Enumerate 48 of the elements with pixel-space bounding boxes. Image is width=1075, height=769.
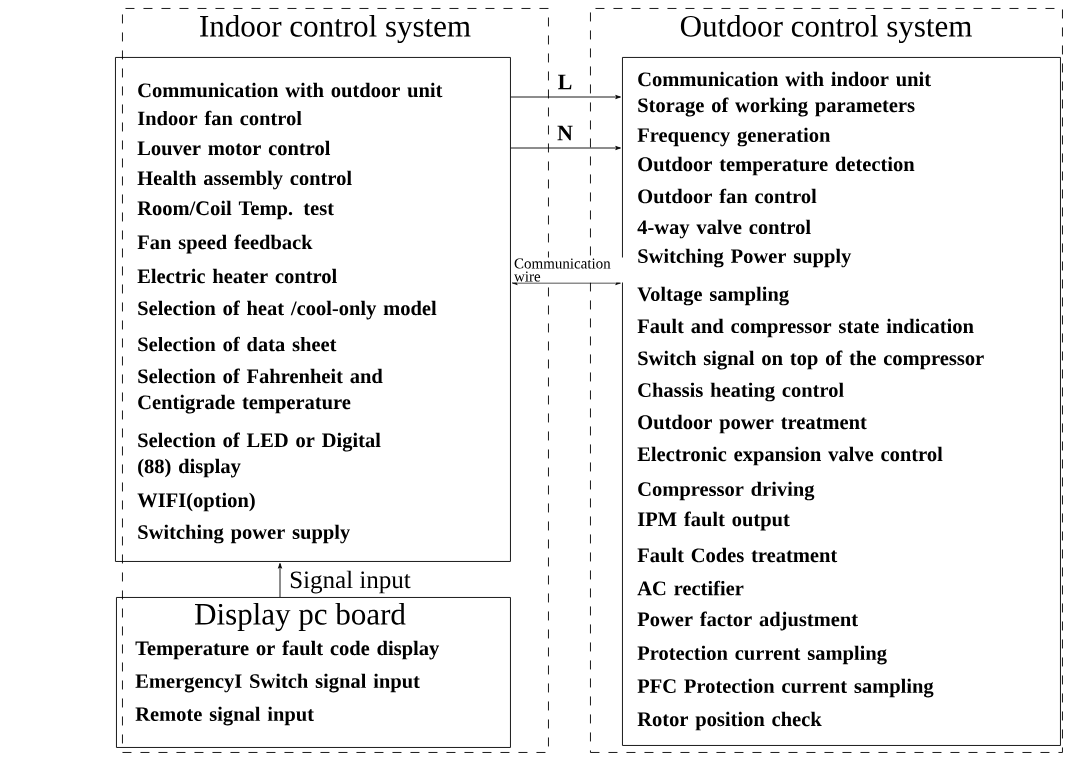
arrow xyxy=(510,95,621,99)
function-item: Electronic expansion valve control xyxy=(637,446,943,466)
function-item: Fan speed feedback xyxy=(137,234,313,254)
function-item: Outdoor fan control xyxy=(638,188,817,204)
arrow xyxy=(278,562,282,598)
function-item: Power factor adjustment xyxy=(637,611,858,631)
function-item: Health assembly control xyxy=(137,170,352,190)
function-item: Storage of working parameters xyxy=(638,97,915,117)
function-item: Fault and compressor state indication xyxy=(637,318,974,338)
arrow xyxy=(511,281,621,285)
edge-label: Signal input xyxy=(288,569,412,595)
function-item: Selection of LED or Digital (88) display xyxy=(138,432,381,478)
function-item: Outdoor power treatment xyxy=(638,414,867,434)
function-item: EmergencyI Switch signal input xyxy=(135,673,420,693)
function-item: Room/Coil Temp. test xyxy=(137,200,334,220)
function-item: Temperature or fault code display xyxy=(135,640,440,660)
function-item: Electric heater control xyxy=(137,268,337,284)
function-item: Frequency generation xyxy=(637,127,831,147)
function-item: Communication with indoor unit xyxy=(638,71,931,87)
function-item: Compressor driving xyxy=(638,481,815,501)
edge-label: N xyxy=(556,124,574,142)
edge-label: Communication wire xyxy=(513,257,623,283)
edge-label: L xyxy=(556,73,574,91)
function-item: WIFI(option) xyxy=(137,492,255,512)
function-item: AC rectifier xyxy=(637,580,744,596)
system-title: Indoor control system xyxy=(200,14,471,44)
function-item: Indoor fan control xyxy=(137,110,302,126)
arrow xyxy=(510,146,621,150)
function-item: PFC Protection current sampling xyxy=(637,678,934,698)
system-title: Outdoor control system xyxy=(680,14,972,44)
function-item: Louver motor control xyxy=(137,140,331,156)
function-item: Switching power supply xyxy=(138,524,350,544)
function-item: Voltage sampling xyxy=(637,286,789,306)
function-item: Chassis heating control xyxy=(638,382,844,402)
function-item: Selection of data sheet xyxy=(138,336,337,352)
function-item: Protection current sampling xyxy=(637,645,887,665)
function-item: Selection of heat /cool-only model xyxy=(138,300,437,320)
function-item: Switching Power supply xyxy=(638,248,852,268)
function-item: 4-way valve control xyxy=(637,219,811,239)
function-item: IPM fault output xyxy=(637,511,790,531)
function-item: Rotor position check xyxy=(637,711,822,731)
function-item: Fault Codes treatment xyxy=(637,547,838,563)
function-item: Remote signal input xyxy=(135,706,314,726)
board-title: Display pc board xyxy=(195,602,406,632)
function-item: Selection of Fahrenheit and Centigrade temperature xyxy=(138,368,383,414)
function-item: Switch signal on top of the compressor xyxy=(638,350,984,370)
function-item: Outdoor temperature detection xyxy=(638,156,915,176)
function-item: Communication with outdoor unit xyxy=(138,82,443,98)
